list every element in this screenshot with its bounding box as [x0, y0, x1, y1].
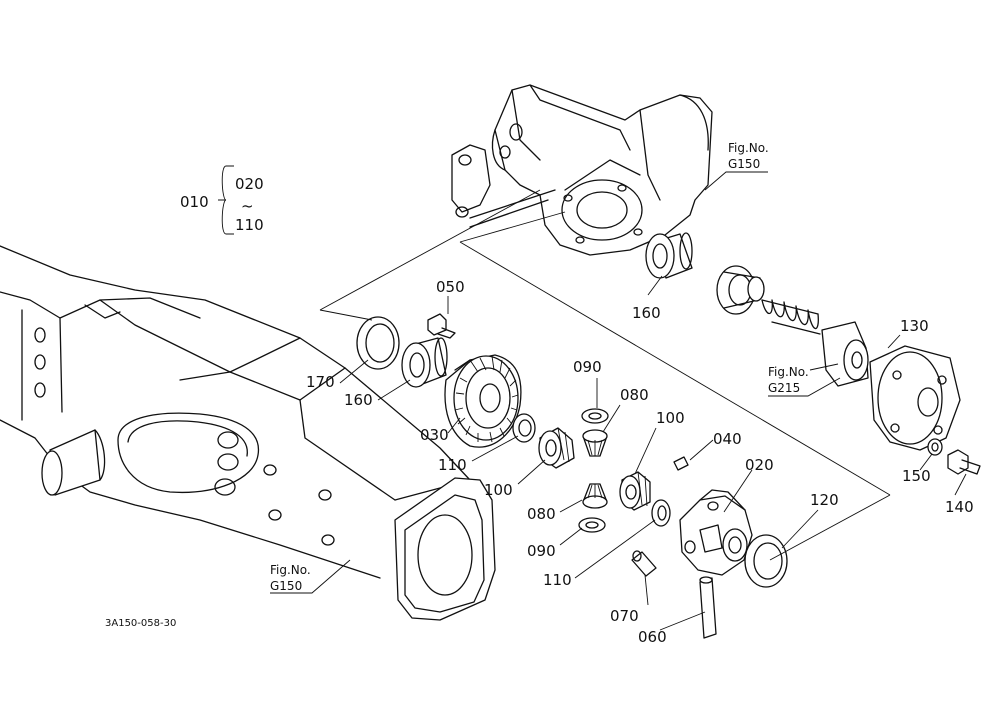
callout-080-upper: 080: [620, 386, 649, 404]
pin-070: [631, 550, 657, 577]
washer-090-lower: [578, 517, 606, 533]
callout-100-right: 100: [656, 409, 685, 427]
pinion-080-lower: [582, 483, 608, 509]
bolt-140: [947, 449, 981, 475]
callout-170: 170: [306, 373, 335, 391]
callout-110-left: 110: [438, 456, 467, 474]
drawing-code: 3A150-058-30: [105, 618, 176, 629]
side-gear-100-left: [538, 427, 575, 469]
bolt-050: [427, 313, 456, 339]
bearing-160-left: [401, 337, 448, 388]
figure-references: Fig.No. G150 Fig.No. G215 Fig.No. G150: [270, 141, 809, 593]
callout-110-right: 110: [543, 571, 572, 589]
axle-housing: [0, 245, 496, 621]
callout-050: 050: [436, 278, 465, 296]
callout-120: 120: [810, 491, 839, 509]
callout-080-lower: 080: [527, 505, 556, 523]
washer-110-right: [651, 499, 671, 527]
callout-090-lower: 090: [527, 542, 556, 560]
callout-160-right: 160: [632, 304, 661, 322]
callout-150: 150: [902, 467, 931, 485]
washer-110-left: [512, 413, 536, 443]
callout-160-left: 160: [344, 391, 373, 409]
callout-110-range-end: 110: [235, 216, 264, 234]
callout-090-upper: 090: [573, 358, 602, 376]
shim-120: [744, 534, 788, 588]
stud-holes: [34, 327, 335, 546]
fig-ref-g150-bottom-line2: G150: [270, 579, 302, 593]
callout-020: 020: [745, 456, 774, 474]
callout-labels: 010 020 ~ 110 050 170 160 160 030 110 09…: [180, 175, 974, 646]
fig-ref-g215-line2: G215: [768, 381, 800, 395]
callout-070: 070: [610, 607, 639, 625]
callout-010: 010: [180, 193, 209, 211]
callout-130: 130: [900, 317, 929, 335]
assembly-lines: [319, 189, 891, 561]
differential-gears: [538, 408, 671, 533]
bevel-gear-assembly: [356, 313, 536, 448]
fig-ref-g150-bottom-line1: Fig.No.: [270, 563, 311, 577]
washer-150: [927, 438, 943, 456]
pin-040: [673, 456, 689, 471]
callout-020-range-start: 020: [235, 175, 264, 193]
callout-030: 030: [420, 426, 449, 444]
cover-flange-130: [869, 345, 961, 451]
side-gear-100-right: [619, 471, 651, 511]
fig-ref-g215-line1: Fig.No.: [768, 365, 809, 379]
washer-090-upper: [581, 408, 609, 424]
callout-100-left: 100: [484, 481, 513, 499]
coupling: [821, 321, 869, 387]
gear-case-housing: [451, 84, 713, 256]
callout-040: 040: [713, 430, 742, 448]
pinion-080-upper: [582, 429, 608, 457]
fig-ref-g150-top-line1: Fig.No.: [728, 141, 769, 155]
differential-case-020: [679, 489, 753, 576]
bevel-gear-030: [444, 354, 522, 448]
callout-060: 060: [638, 628, 667, 646]
callout-140: 140: [945, 498, 974, 516]
leader-lines: [218, 165, 967, 631]
shaft-060: [699, 576, 717, 639]
clutch-plate: [716, 265, 765, 315]
callout-range-tilde: ~: [241, 197, 254, 215]
bearing-160-right: [645, 232, 693, 279]
spring: [761, 299, 821, 335]
fig-ref-g150-top-line2: G150: [728, 157, 760, 171]
